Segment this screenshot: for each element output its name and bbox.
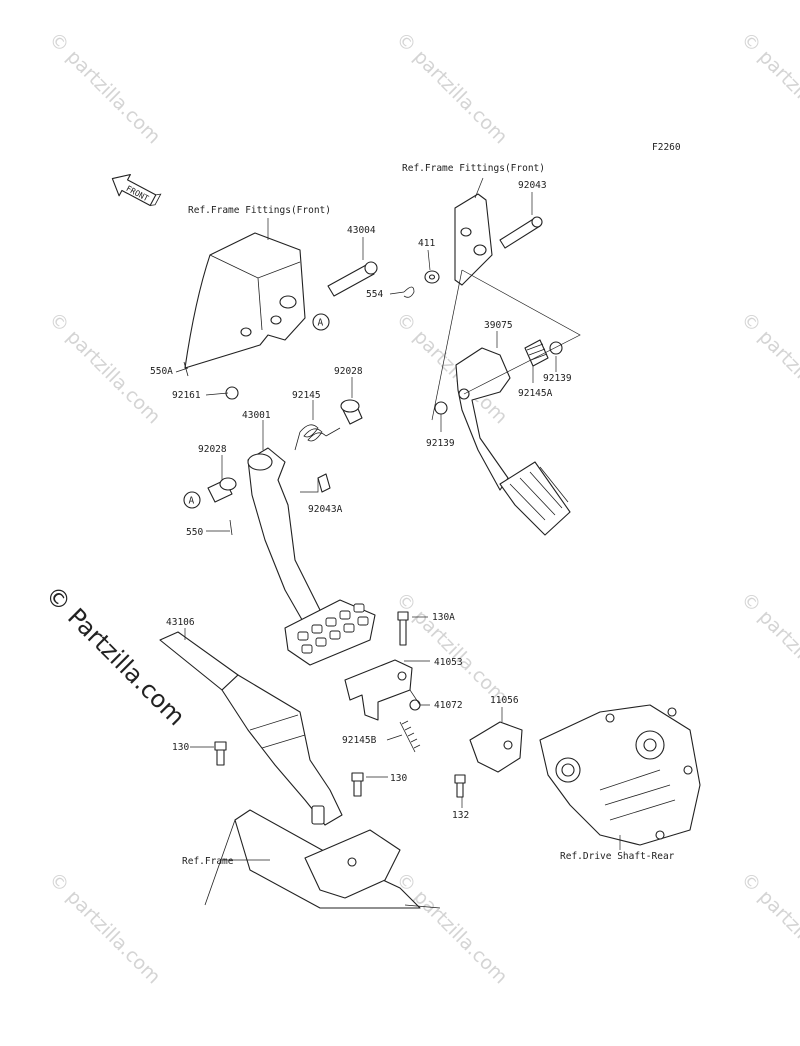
accelerator-pedal-39075 <box>455 347 571 536</box>
part-label-39075: 39075 <box>484 320 513 331</box>
bolt-130-right <box>351 772 364 797</box>
part-label-92145A: 92145A <box>518 388 553 399</box>
frame <box>204 809 441 909</box>
watermark-tile: © partzilla.com <box>44 868 164 988</box>
pin-92043A <box>317 473 331 493</box>
part-label-41053: 41053 <box>434 657 463 668</box>
clip-554 <box>403 286 415 298</box>
ref-frame-fittings-right-label: Ref.Frame Fittings(Front) <box>402 163 545 174</box>
watermark-tile: © partzilla.com <box>736 868 800 988</box>
callout-a-lower-label: A <box>189 496 195 507</box>
parking-brake-lever-43106 <box>159 631 343 826</box>
assembly-leader <box>431 269 581 421</box>
nut-41072 <box>409 699 421 711</box>
bolt-132 <box>454 774 466 798</box>
watermark-tile: © partzilla.com <box>736 588 800 708</box>
part-label-92139-lower: 92139 <box>426 438 455 449</box>
part-label-43106: 43106 <box>166 617 195 628</box>
brake-pedal-43001 <box>247 447 376 666</box>
part-label-92043: 92043 <box>518 180 547 191</box>
pin-92043 <box>499 216 543 249</box>
part-label-41072: 41072 <box>434 700 463 711</box>
watermark-tile: © partzilla.com <box>44 308 164 428</box>
callout-a-lower: A <box>183 491 201 509</box>
watermark-tile: © partzilla.com <box>736 28 800 148</box>
ref-frame-fittings-left-label: Ref.Frame Fittings(Front) <box>188 205 331 216</box>
part-label-92145: 92145 <box>292 390 321 401</box>
bracket-11056 <box>469 721 523 773</box>
part-label-43004: 43004 <box>347 225 376 236</box>
part-label-130-left: 130 <box>172 742 189 753</box>
part-label-92145B: 92145B <box>342 735 377 746</box>
diagram-code: F2260 <box>652 142 681 153</box>
watermark-tile: © partzilla.com <box>391 868 511 988</box>
part-label-92139-upper: 92139 <box>543 373 572 384</box>
washer-92139-lower <box>434 401 448 415</box>
watermark-tile: © partzilla.com <box>44 28 164 148</box>
part-label-554: 554 <box>366 289 383 300</box>
bushing-92028-upper <box>340 399 363 425</box>
part-label-92161: 92161 <box>172 390 201 401</box>
bracket-41053 <box>344 659 413 721</box>
watermark-tile: © partzilla.com <box>391 28 511 148</box>
part-label-92028-lower: 92028 <box>198 444 227 455</box>
ref-drive-shaft-label: Ref.Drive Shaft-Rear <box>560 851 675 862</box>
part-label-92043A: 92043A <box>308 504 343 515</box>
watermark-brand: © Partzilla.com <box>40 580 191 731</box>
part-label-92028-upper: 92028 <box>334 366 363 377</box>
part-label-130-right: 130 <box>390 773 407 784</box>
part-label-550A: 550A <box>150 366 173 377</box>
right-frame-fitting <box>454 193 493 286</box>
washer-92139-upper <box>549 341 563 355</box>
callout-a-upper: A <box>312 313 330 331</box>
part-label-11056: 11056 <box>490 695 519 706</box>
watermark-tile: © partzilla.com <box>736 308 800 428</box>
spring-92145 <box>294 424 341 451</box>
left-frame-fitting <box>184 232 306 369</box>
ref-frame-label: Ref.Frame <box>182 856 234 867</box>
part-label-411: 411 <box>418 238 435 249</box>
part-label-130A: 130A <box>432 612 455 623</box>
part-label-132: 132 <box>452 810 469 821</box>
drive-shaft-rear-housing <box>539 704 701 846</box>
bushing-92028-lower <box>207 477 237 503</box>
bolt-130A <box>397 611 409 646</box>
bolt-130-left <box>214 741 227 766</box>
part-label-43001: 43001 <box>242 410 271 421</box>
front-arrow-icon: FRONT <box>111 174 162 207</box>
part-label-550: 550 <box>186 527 203 538</box>
pin-43004 <box>327 261 378 297</box>
spring-92145B <box>399 720 421 753</box>
cotter-pin-550 <box>229 519 233 536</box>
leader-lines <box>175 177 621 861</box>
callout-a-upper-label: A <box>318 318 324 329</box>
washer-411 <box>424 270 440 284</box>
